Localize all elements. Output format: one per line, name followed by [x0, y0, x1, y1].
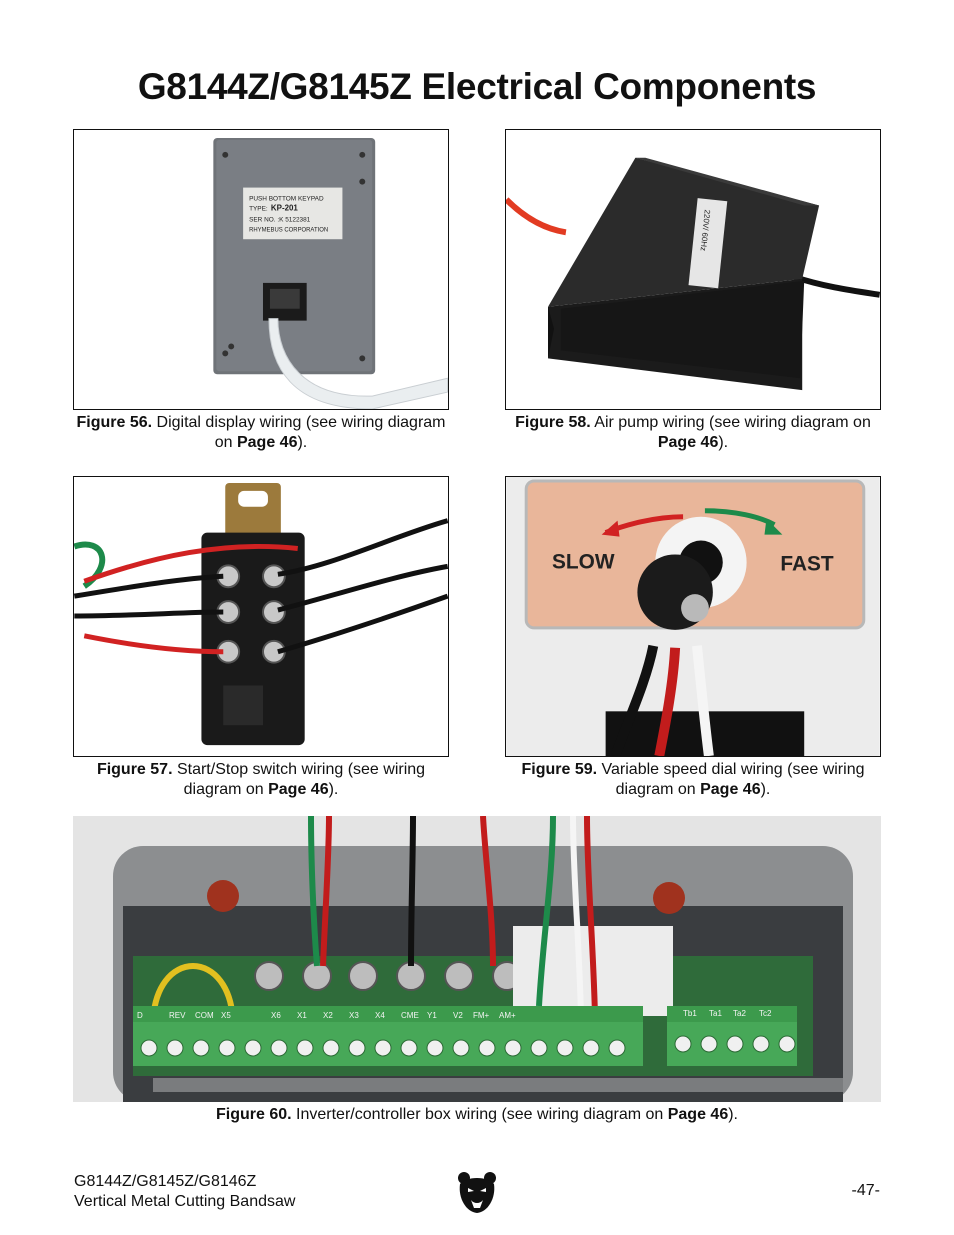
terminal-label: X2 — [323, 1011, 333, 1020]
terminal-label: X5 — [221, 1011, 231, 1020]
keypad-label-serial: SER NO. :K 5122381 — [249, 216, 311, 223]
keypad-label-maker: RHYMEBUS CORPORATION — [249, 227, 328, 233]
terminal-label: V2 — [453, 1011, 463, 1020]
inverter-photo: D X5 REV COM X6 X1 X2 X3 X4 CME Y1 FM+ A… — [73, 816, 881, 1102]
keypad-label-line1: PUSH BOTTOM KEYPAD — [249, 195, 324, 202]
terminal-label: Ta1 — [709, 1009, 722, 1018]
bear-logo-icon — [458, 1172, 496, 1213]
terminal-label: X6 — [271, 1011, 281, 1020]
page-title: G8144Z/G8145Z Electrical Components — [137, 66, 817, 107]
dial-slow-label: SLOW — [552, 550, 615, 573]
footer-product: Vertical Metal Cutting Bandsaw — [74, 1193, 296, 1210]
switch-photo — [74, 477, 448, 756]
terminal-label: Ta2 — [733, 1009, 746, 1018]
figure-60-photo: D X5 REV COM X6 X1 X2 X3 X4 CME Y1 FM+ A… — [73, 816, 881, 1102]
terminal-label: REV — [169, 1011, 186, 1020]
terminal-label: FM+ — [473, 1011, 490, 1020]
figure-60-caption: Figure 60. Inverter/controller box wirin… — [216, 1106, 738, 1123]
terminal-label: Tc2 — [759, 1009, 772, 1018]
figure-59-photo: SLOW FAST — [505, 476, 881, 757]
terminal-label: Tb1 — [683, 1009, 697, 1018]
terminal-label: D — [137, 1011, 143, 1020]
terminal-label: CME — [401, 1011, 419, 1020]
figure-58-caption: Figure 58. Air pump wiring (see wiring d… — [515, 414, 871, 451]
terminal-label: COM — [195, 1011, 214, 1020]
air-pump-photo: 220V/ 60Hz — [506, 130, 880, 409]
keypad-label-model: KP-201 — [271, 203, 298, 212]
pump-voltage-label: 220V/ 60Hz — [699, 209, 712, 251]
terminal-label: X1 — [297, 1011, 307, 1020]
footer-model-info: G8144Z/G8145Z/G8146Z Vertical Metal Cutt… — [74, 1172, 295, 1212]
dial-fast-label: FAST — [780, 552, 834, 575]
keypad-photo: PUSH BOTTOM KEYPAD TYPE: KP-201 SER NO. … — [74, 130, 448, 409]
figure-57-photo — [73, 476, 449, 757]
terminal-label: X4 — [375, 1011, 385, 1020]
keypad-label-type: TYPE: — [249, 205, 268, 212]
page-number: -47- — [851, 1182, 880, 1199]
dial-photo: SLOW FAST — [506, 477, 880, 756]
terminal-label: AM+ — [499, 1011, 516, 1020]
terminal-label: Y1 — [427, 1011, 437, 1020]
figure-57-caption: Figure 57. Start/Stop switch wiring (see… — [96, 761, 426, 798]
footer-model: G8144Z/G8145Z/G8146Z — [74, 1173, 257, 1190]
figure-56-photo: PUSH BOTTOM KEYPAD TYPE: KP-201 SER NO. … — [73, 129, 449, 410]
figure-59-caption: Figure 59. Variable speed dial wiring (s… — [521, 761, 865, 798]
figure-56-caption: Figure 56. Digital display wiring (see w… — [76, 414, 446, 451]
figure-58-photo: 220V/ 60Hz — [505, 129, 881, 410]
terminal-label: X3 — [349, 1011, 359, 1020]
